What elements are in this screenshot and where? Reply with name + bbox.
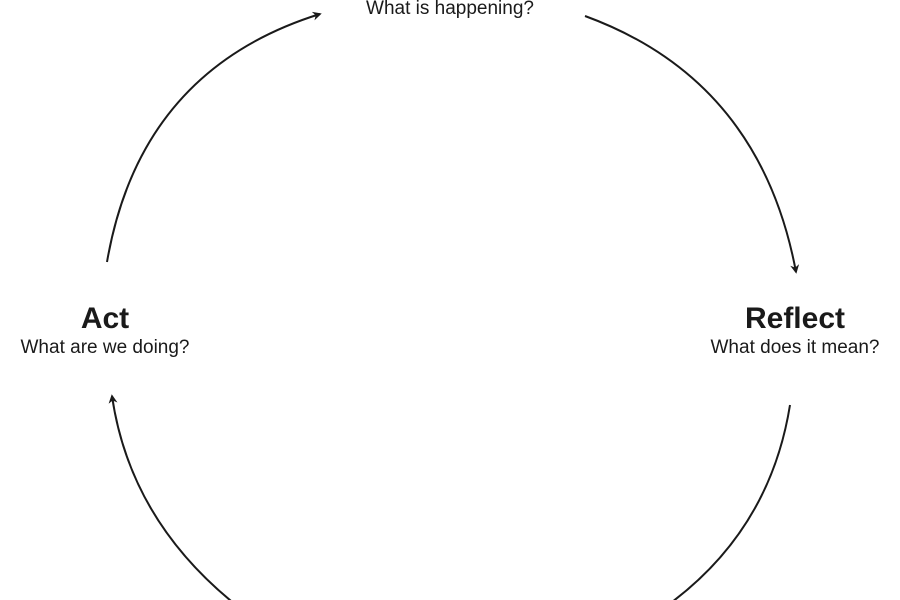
node-observe: What is happening? bbox=[300, 0, 600, 21]
arrow-bottom-to-act bbox=[108, 394, 232, 600]
node-act: Act What are we doing? bbox=[0, 302, 230, 360]
observe-question: What is happening? bbox=[366, 0, 534, 19]
arrow-observe-to-reflect bbox=[584, 15, 800, 274]
act-title: Act bbox=[80, 302, 130, 335]
act-question: What are we doing? bbox=[20, 337, 190, 358]
reflect-question: What does it mean? bbox=[710, 337, 880, 358]
node-reflect: Reflect What does it mean? bbox=[670, 302, 900, 360]
arc-reflect-to-bottom bbox=[672, 404, 791, 600]
reflect-title: Reflect bbox=[744, 302, 846, 335]
arrow-act-to-observe bbox=[106, 11, 322, 263]
